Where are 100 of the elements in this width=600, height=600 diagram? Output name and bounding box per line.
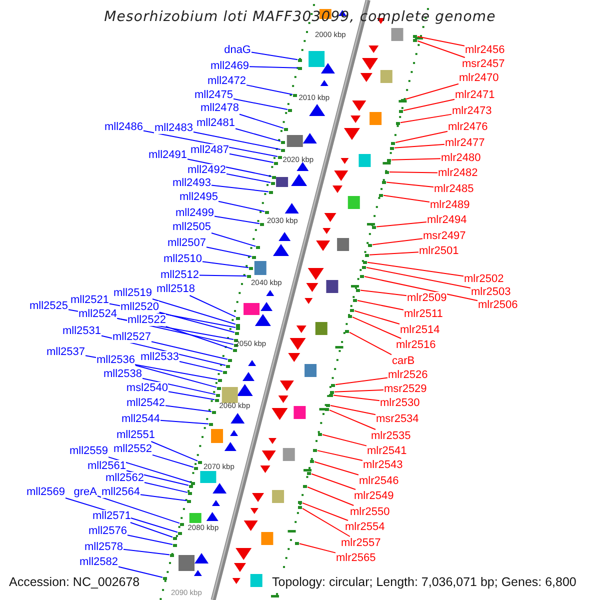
leader-line	[335, 377, 388, 386]
leader-line	[329, 410, 376, 430]
gene-label: mll2562	[105, 472, 144, 484]
gene-label: mlr2543	[363, 459, 403, 471]
gene-mark	[298, 506, 302, 508]
leader-line	[130, 522, 173, 538]
genome-info-text: Topology: circular; Length: 7,036,071 bp; Genes: 6,800	[272, 575, 576, 590]
gene-mark	[236, 316, 240, 320]
gene-label: msr2534	[376, 413, 419, 425]
gene-label: mll2486	[104, 121, 143, 133]
gene-label: mll2518	[156, 283, 195, 295]
gene-mark	[385, 170, 389, 174]
gene-mark	[390, 146, 394, 150]
leader-line	[159, 312, 235, 333]
gene-label: mll2475	[194, 89, 233, 101]
gene-label: mlr2550	[350, 506, 390, 518]
leader-line	[235, 128, 281, 142]
gene-label: mll2578	[84, 541, 123, 553]
gene-mark	[235, 332, 239, 334]
gene-mark	[188, 492, 192, 494]
map-title: Mesorhizobium loti MAFF303099, complete genome	[103, 9, 497, 25]
gene-mark	[272, 176, 276, 178]
leader-line	[302, 508, 350, 537]
gene-mark	[348, 314, 352, 318]
leader-line	[211, 232, 256, 247]
gene-label: mll2576	[88, 525, 127, 537]
gene-label: mll2533	[140, 351, 179, 363]
leader-line	[249, 66, 298, 68]
gene-label: mlr2489	[430, 199, 470, 211]
gene-mark	[379, 194, 383, 196]
gene-label: mlr2501	[419, 245, 459, 257]
gene-label: mll2469	[210, 60, 249, 72]
gene-label: mlr2502	[464, 273, 504, 285]
gene-label: mlr2494	[427, 214, 467, 226]
gene-label: mll2538	[103, 368, 142, 380]
leader-line	[349, 332, 392, 356]
gene-mark	[391, 142, 395, 144]
gene-mark	[236, 324, 240, 326]
gene-label: mlr2503	[471, 286, 511, 298]
gene-mark	[247, 274, 251, 278]
gene-mark	[233, 348, 237, 352]
gene-label: mll2499	[175, 207, 214, 219]
leader-line	[144, 482, 188, 493]
gene-label: mll2537	[46, 346, 85, 358]
leader-line	[165, 326, 233, 350]
leader-line	[97, 496, 180, 524]
leader-line	[317, 450, 363, 461]
gene-label: mlr2477	[445, 137, 485, 149]
gene-label: mlr2506	[478, 299, 518, 311]
gene-label: mlr2554	[345, 521, 385, 533]
leader-line	[311, 473, 356, 490]
leader-line	[226, 173, 271, 183]
gene-label: mlr2541	[367, 445, 407, 457]
gene-mark	[399, 110, 403, 112]
gene-mark	[331, 384, 335, 386]
gene-label: mll2527	[112, 331, 151, 343]
gene-mark	[194, 466, 198, 470]
gene-label: dnaG	[224, 44, 251, 56]
gene-mark	[218, 378, 222, 382]
leader-line	[302, 502, 348, 521]
gene-mark	[372, 226, 376, 228]
gene-label: mll2481	[196, 117, 235, 129]
leader-line	[151, 341, 228, 360]
gene-label: mll2552	[113, 443, 152, 455]
leader-line	[334, 389, 384, 392]
gene-mark	[256, 246, 260, 248]
leader-line	[142, 378, 216, 395]
gene-mark	[307, 472, 311, 474]
gene-label: msr2497	[423, 230, 466, 242]
gene-label: mll2561	[87, 460, 126, 472]
gene-label: mll2571	[92, 510, 131, 522]
gene-label: mll2524	[78, 308, 117, 320]
gene-label: mlr2480	[441, 152, 481, 164]
gene-mark	[170, 554, 174, 556]
gene-mark	[345, 330, 349, 332]
leader-line	[202, 261, 249, 268]
gene-mark	[216, 394, 220, 396]
leader-line	[218, 200, 265, 212]
gene-label: mll2542	[126, 397, 165, 409]
gene-label: mll2478	[200, 102, 239, 114]
gene-mark	[413, 34, 417, 38]
gene-mark	[368, 244, 372, 246]
leader-line	[150, 441, 198, 462]
leader-line	[322, 434, 367, 446]
gene-label: mll2536	[96, 354, 135, 366]
gene-mark	[180, 522, 184, 526]
gene-label: mll2559	[69, 445, 108, 457]
gene-label: mlr2485	[434, 183, 474, 195]
gene-mark	[260, 222, 264, 226]
gene-mark	[215, 398, 219, 402]
gene-mark	[187, 500, 191, 502]
gene-label: mll2472	[207, 75, 246, 87]
gene-label: mll2507	[167, 237, 206, 249]
leader-line	[211, 184, 269, 192]
gene-mark	[362, 266, 366, 268]
gene-label: mlr2511	[404, 308, 443, 320]
leader-line	[417, 40, 466, 58]
gene-mark	[269, 190, 273, 194]
gene-mark	[387, 158, 391, 162]
leader-line	[386, 182, 434, 188]
